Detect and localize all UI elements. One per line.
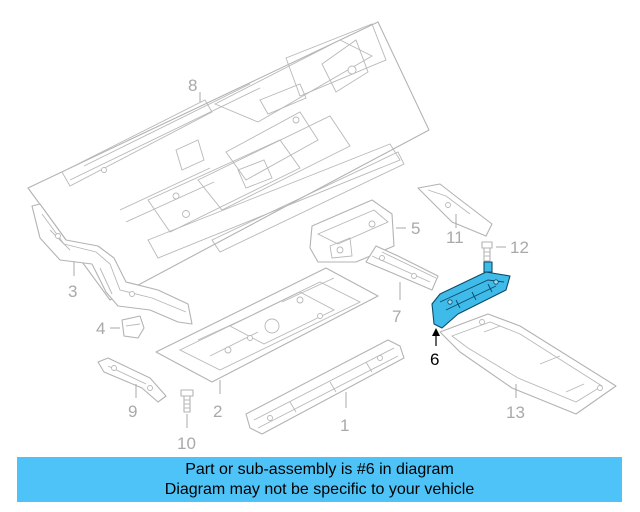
part-3-side-rail[interactable]: 3 bbox=[31, 203, 193, 325]
callout-5: 5 bbox=[411, 219, 420, 238]
callout-7: 7 bbox=[392, 307, 401, 326]
part-5-bracket[interactable]: 5 bbox=[309, 199, 420, 263]
callout-9: 9 bbox=[128, 402, 137, 421]
callout-1: 1 bbox=[340, 416, 349, 435]
part-8-upper-floor-assembly[interactable]: 8 bbox=[27, 21, 430, 301]
part-4-small-bracket[interactable]: 4 bbox=[96, 315, 145, 339]
callout-12: 12 bbox=[510, 238, 529, 257]
banner-line-2: Diagram may not be specific to your vehi… bbox=[164, 480, 475, 498]
callout-8: 8 bbox=[188, 76, 197, 95]
part-12-bolt[interactable]: 12 bbox=[481, 238, 529, 262]
info-banner: Part or sub-assembly is #6 in diagram Di… bbox=[17, 457, 622, 502]
callout-2: 2 bbox=[213, 402, 222, 421]
callout-3: 3 bbox=[68, 282, 77, 301]
callout-13: 13 bbox=[506, 403, 525, 422]
banner-line-1: Part or sub-assembly is #6 in diagram bbox=[185, 460, 454, 478]
callout-10: 10 bbox=[177, 434, 196, 453]
callout-6: 6 bbox=[430, 350, 439, 369]
part-6-crossmember-highlighted[interactable]: 6 bbox=[430, 261, 511, 369]
part-1-side-sill[interactable]: 1 bbox=[245, 339, 405, 435]
callout-11: 11 bbox=[446, 228, 464, 247]
part-11-gusset[interactable]: 11 bbox=[417, 183, 493, 247]
part-9-mounting-plate[interactable]: 9 bbox=[97, 357, 167, 421]
part-13-under-cover[interactable]: 13 bbox=[439, 313, 617, 422]
part-2-floor-pan[interactable]: 2 bbox=[155, 267, 379, 421]
part-10-bolt[interactable]: 10 bbox=[177, 389, 196, 453]
part-7-rail-member[interactable]: 7 bbox=[365, 245, 439, 326]
callout-4: 4 bbox=[96, 319, 105, 338]
